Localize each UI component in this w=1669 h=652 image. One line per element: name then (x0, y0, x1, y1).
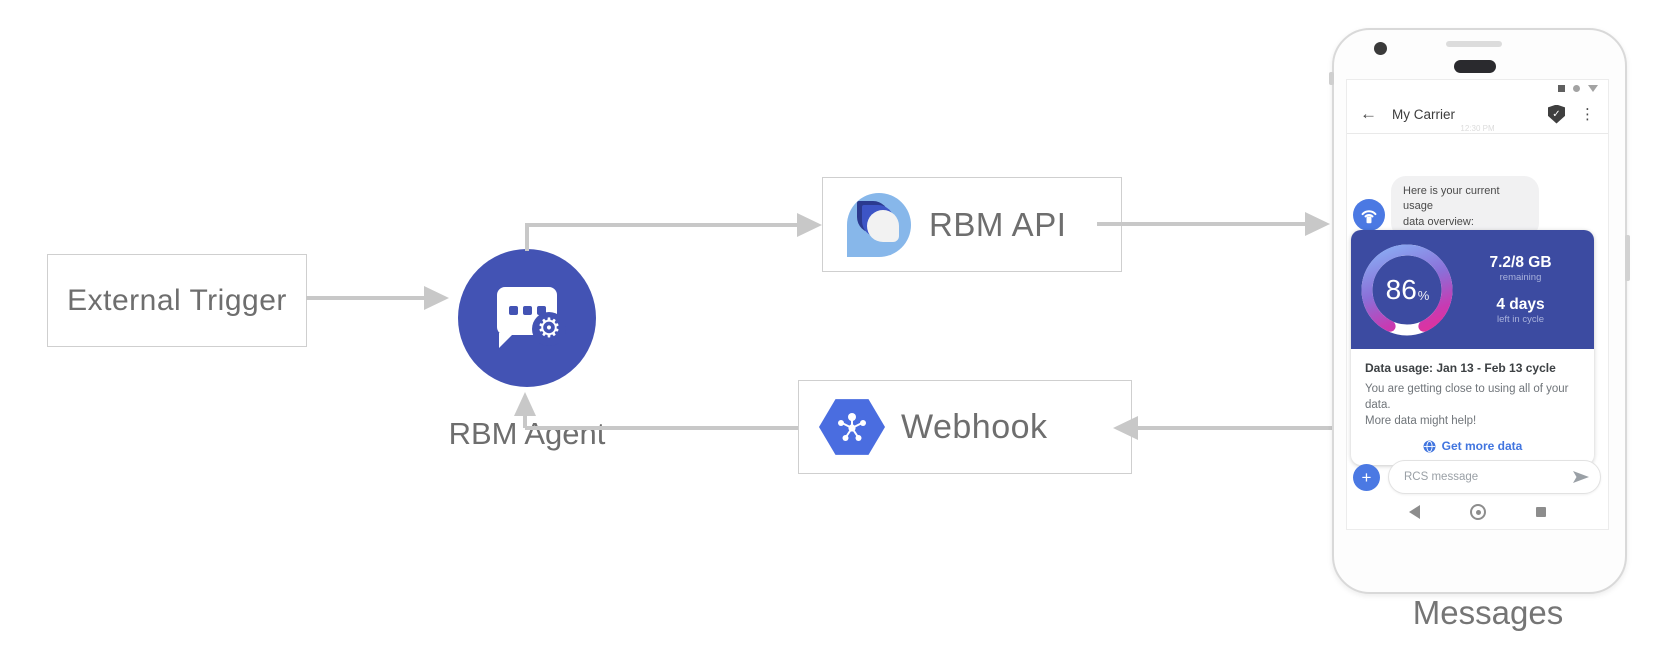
external-trigger-label: External Trigger (67, 283, 287, 317)
usage-card-chart-panel: 86 % 7.2/8 GB remaining 4 days left in c… (1351, 230, 1594, 349)
usage-summary-title: Data usage: Jan 13 - Feb 13 cycle (1365, 361, 1556, 375)
globe-icon (1423, 440, 1436, 453)
app-bar: ← My Carrier ✓ ⋮ (1347, 96, 1608, 132)
usage-stats: 7.2/8 GB remaining 4 days left in cycle (1455, 254, 1586, 325)
gauge-value: 86 % (1359, 242, 1455, 338)
usage-card-text-panel: Data usage: Jan 13 - Feb 13 cycle You ar… (1351, 349, 1594, 465)
gauge-percent: 86 (1385, 273, 1417, 305)
get-more-data-link[interactable]: Get more data (1365, 439, 1580, 453)
cloud-hexagon-icon (819, 399, 885, 455)
chat-dot-icon (523, 306, 532, 315)
chat-dot-icon (537, 306, 546, 315)
arrow-webhook-to-agent-vline (523, 415, 527, 428)
phone-screen: ← My Carrier ✓ ⋮ 12:30 PM Here is your c… (1347, 80, 1608, 529)
rbm-logo-icon (847, 192, 911, 257)
status-triangle-icon (1588, 85, 1598, 92)
overflow-menu-icon[interactable]: ⋮ (1580, 105, 1595, 123)
usage-gauge: 86 % (1359, 242, 1455, 338)
usage-summary-body: You are getting close to using all of yo… (1365, 381, 1580, 429)
status-circle-icon (1573, 85, 1580, 92)
remaining-value: 7.2/8 GB (1489, 254, 1552, 271)
external-trigger-node: External Trigger (47, 254, 307, 347)
phone-frame: ← My Carrier ✓ ⋮ 12:30 PM Here is your c… (1329, 28, 1630, 594)
summary-line1: You are getting close to using all of yo… (1365, 383, 1569, 412)
arrow-api-to-phone-line (1097, 222, 1307, 226)
gauge-arc (1361, 244, 1453, 335)
arrow-phone-to-webhook-head (1113, 416, 1138, 440)
rbm-agent-node: ⚙ (458, 249, 596, 387)
bubble-text-line2: data overview: (1403, 215, 1474, 228)
bubble-text-line1: Here is your current usage (1403, 185, 1500, 213)
back-arrow-icon[interactable]: ← (1360, 104, 1377, 123)
agent-avatar (1353, 199, 1385, 231)
android-nav-bar (1347, 504, 1608, 520)
nav-home-button[interactable] (1470, 504, 1486, 520)
arrow-external-to-agent-line (306, 296, 424, 300)
gauge-percent-symbol: % (1417, 288, 1430, 303)
remaining-label: remaining (1499, 272, 1542, 283)
verified-shield-icon: ✓ (1548, 104, 1565, 124)
webhook-node: Webhook (798, 380, 1132, 474)
sim-tray (1329, 72, 1334, 85)
webhook-label: Webhook (901, 407, 1048, 446)
status-square-icon (1558, 85, 1565, 92)
rbm-agent-label: RBM Agent (448, 416, 606, 451)
rbm-api-label: RBM API (929, 205, 1067, 243)
hub-spoke-icon (838, 413, 866, 441)
arrow-agent-to-api-vline (525, 225, 529, 251)
front-camera (1374, 42, 1387, 55)
speaker-slot (1446, 41, 1502, 47)
nav-recents-button[interactable] (1536, 507, 1546, 517)
arrow-phone-to-webhook-line (1138, 426, 1332, 430)
arrow-api-to-phone-head (1305, 212, 1330, 236)
usage-rich-card: 86 % 7.2/8 GB remaining 4 days left in c… (1351, 230, 1594, 466)
get-more-data-label: Get more data (1441, 439, 1523, 454)
arrow-webhook-to-agent-hline (525, 426, 798, 430)
status-bar (1558, 85, 1598, 92)
send-icon[interactable] (1572, 470, 1590, 484)
gear-icon: ⚙ (532, 312, 566, 346)
agent-message-bubble: Here is your current usage data overview… (1391, 176, 1539, 239)
cycle-days-value: 4 days (1496, 296, 1545, 313)
arrow-webhook-to-agent-head (514, 392, 536, 416)
earpiece (1454, 60, 1496, 73)
chat-bubble-icon: ⚙ (497, 287, 566, 348)
arrow-external-to-agent-head (424, 286, 449, 310)
nav-back-button[interactable] (1409, 505, 1420, 519)
plus-icon: + (1361, 468, 1372, 487)
conversation-title: My Carrier (1392, 106, 1455, 122)
cycle-days-label: left in cycle (1497, 314, 1544, 325)
rbm-api-node: RBM API (822, 177, 1122, 272)
chat-dot-icon (509, 306, 518, 315)
messages-caption: Messages (1412, 594, 1564, 631)
arrow-agent-to-api-head (797, 213, 822, 237)
message-composer (1388, 460, 1601, 494)
power-button (1625, 235, 1630, 281)
message-timestamp: 12:30 PM (1460, 124, 1495, 133)
antenna-icon (1361, 210, 1377, 224)
arrow-agent-to-api-hline (525, 223, 799, 227)
app-bar-divider (1347, 133, 1608, 134)
summary-line2: More data might help! (1365, 415, 1477, 428)
add-attachment-button[interactable]: + (1353, 464, 1380, 491)
rcs-message-input[interactable] (1402, 470, 1572, 484)
